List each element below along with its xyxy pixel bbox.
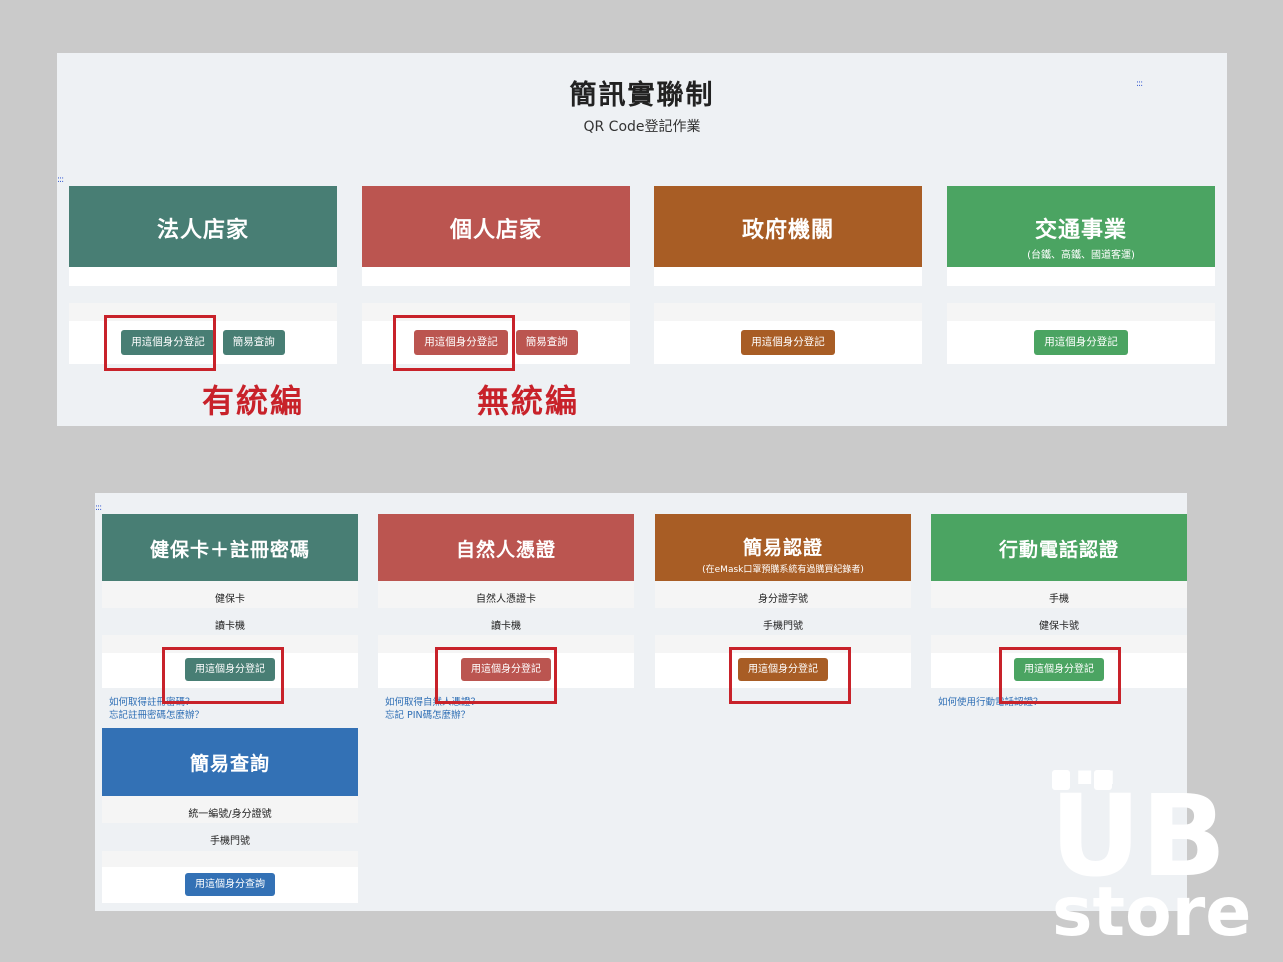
- card-actions: 用這個身分登記: [102, 658, 358, 681]
- card-spacer: [654, 267, 922, 286]
- requirement-text: 身分證字號: [758, 594, 808, 605]
- card-header: 法人店家: [69, 186, 337, 267]
- requirement-text: 手機門號: [210, 836, 250, 847]
- card-title: 簡易查詢: [189, 753, 270, 775]
- card-government: 政府機關 用這個身分登記: [654, 186, 922, 364]
- requirement-text: 讀卡機: [491, 621, 521, 632]
- card-header: 自然人憑證: [378, 514, 634, 581]
- logo-text-top: ÜB: [1050, 771, 1226, 902]
- requirement-text: 健保卡: [215, 594, 245, 605]
- card-title: 行動電話認證: [998, 539, 1119, 561]
- drag-handle-icon[interactable]: :::: [57, 175, 64, 185]
- page-title: 簡訊實聯制: [569, 80, 715, 111]
- card-simple-query: 簡易查詢 統一編號/身分證號 手機門號 用這個身分查詢: [102, 728, 358, 903]
- card-title: 健保卡＋註冊密碼: [149, 539, 310, 561]
- card-corporate-store: 法人店家 用這個身分登記 簡易查詢: [69, 186, 337, 364]
- requirement-text: 健保卡號: [1039, 621, 1079, 632]
- card-actions: 用這個身分登記: [378, 658, 634, 681]
- card-title: 交通事業: [1034, 218, 1127, 243]
- card-spacer: [947, 303, 1215, 321]
- requirement-text: 手機: [1049, 594, 1069, 605]
- card-spacer: [102, 851, 358, 867]
- card-actions: 用這個身分查詢: [102, 873, 358, 896]
- card-actions: 用這個身分登記 簡易查詢: [69, 330, 337, 355]
- card-row: [655, 581, 911, 608]
- card-header: 交通事業 (台鐵、高鐵、國道客運): [947, 186, 1215, 267]
- annotation-without-tax-id: 無統編: [477, 382, 580, 420]
- card-actions: 用這個身分登記 簡易查詢: [362, 330, 630, 355]
- card-spacer: [654, 303, 922, 321]
- card-nhi-card: 健保卡＋註冊密碼 健保卡 讀卡機 用這個身分登記 如何取得註冊密碼？ 忘記註冊密…: [102, 514, 358, 744]
- register-button[interactable]: 用這個身分登記: [1034, 330, 1128, 355]
- card-actions: 用這個身分登記: [655, 658, 911, 681]
- card-row: [102, 581, 358, 608]
- drag-handle-icon[interactable]: :::: [95, 503, 102, 513]
- card-actions: 用這個身分登記: [947, 330, 1215, 355]
- card-actions: 用這個身分登記: [654, 330, 922, 355]
- card-title: 政府機關: [741, 218, 834, 243]
- ub-store-logo: ÜB store: [1050, 770, 1251, 950]
- register-button[interactable]: 用這個身分登記: [461, 658, 551, 681]
- register-button[interactable]: 用這個身分登記: [185, 658, 275, 681]
- logo-text-bottom: store: [1052, 873, 1251, 950]
- card-header: 健保卡＋註冊密碼: [102, 514, 358, 581]
- card-row: [102, 796, 358, 823]
- register-button[interactable]: 用這個身分登記: [121, 330, 215, 355]
- card-spacer: [362, 267, 630, 286]
- card-transportation: 交通事業 (台鐵、高鐵、國道客運) 用這個身分登記: [947, 186, 1215, 364]
- get-password-link[interactable]: 如何取得註冊密碼？: [109, 697, 195, 708]
- forgot-pin-link[interactable]: 忘記 PIN碼怎麼辦？: [385, 710, 471, 721]
- requirement-text: 自然人憑證卡: [476, 594, 536, 605]
- card-simple-auth: 簡易認證 (在eMask口罩預購系統有過購買紀錄者) 身分證字號 手機門號 用這…: [655, 514, 911, 744]
- highlight-box: [729, 647, 851, 704]
- card-header: 個人店家: [362, 186, 630, 267]
- card-spacer: [947, 267, 1215, 286]
- card-title: 自然人憑證: [455, 539, 556, 561]
- top-panel: 簡訊實聯制 QR Code登記作業 ::: ::: 法人店家 用這個身分登記 簡…: [57, 53, 1227, 426]
- card-actions: 用這個身分登記: [931, 658, 1187, 681]
- simple-query-button[interactable]: 簡易查詢: [515, 330, 578, 355]
- card-row: [378, 581, 634, 608]
- card-header: 政府機關: [654, 186, 922, 267]
- highlight-box: [435, 647, 557, 704]
- register-button[interactable]: 用這個身分登記: [414, 330, 508, 355]
- get-certificate-link[interactable]: 如何取得自然人憑證？: [385, 697, 481, 708]
- card-header: 行動電話認證: [931, 514, 1187, 581]
- card-title: 簡易認證: [742, 537, 823, 559]
- register-button[interactable]: 用這個身分登記: [741, 330, 835, 355]
- simple-query-button[interactable]: 簡易查詢: [222, 330, 285, 355]
- card-spacer: [931, 635, 1187, 653]
- requirement-text: 手機門號: [763, 621, 803, 632]
- highlight-box: [999, 647, 1121, 704]
- page-subtitle: QR Code登記作業: [583, 119, 701, 135]
- card-mobile-auth: 行動電話認證 手機 健保卡號 用這個身分登記 如何使用行動電話認證？: [931, 514, 1187, 744]
- annotation-with-tax-id: 有統編: [202, 382, 305, 420]
- highlight-box: [393, 315, 515, 371]
- card-header: 簡易查詢: [102, 728, 358, 796]
- forgot-password-link[interactable]: 忘記註冊密碼怎麼辦？: [109, 710, 205, 721]
- card-note: (在eMask口罩預購系統有過購買紀錄者): [702, 565, 864, 575]
- card-citizen-certificate: 自然人憑證 自然人憑證卡 讀卡機 用這個身分登記 如何取得自然人憑證？ 忘記 P…: [378, 514, 634, 744]
- requirement-text: 統一編號/身分證號: [188, 809, 272, 820]
- card-title: 個人店家: [449, 218, 542, 243]
- query-button[interactable]: 用這個身分查詢: [185, 873, 275, 896]
- card-row: [931, 581, 1187, 608]
- register-button[interactable]: 用這個身分登記: [1014, 658, 1104, 681]
- drag-handle-icon[interactable]: :::: [1136, 79, 1143, 89]
- register-button[interactable]: 用這個身分登記: [738, 658, 828, 681]
- card-header: 簡易認證 (在eMask口罩預購系統有過購買紀錄者): [655, 514, 911, 581]
- highlight-box: [162, 647, 284, 704]
- card-title: 法人店家: [156, 218, 249, 243]
- card-note: (台鐵、高鐵、國道客運): [1027, 250, 1135, 261]
- requirement-text: 讀卡機: [215, 621, 245, 632]
- highlight-box: [104, 315, 216, 371]
- card-spacer: [69, 267, 337, 286]
- mobile-auth-help-link[interactable]: 如何使用行動電話認證？: [938, 697, 1043, 708]
